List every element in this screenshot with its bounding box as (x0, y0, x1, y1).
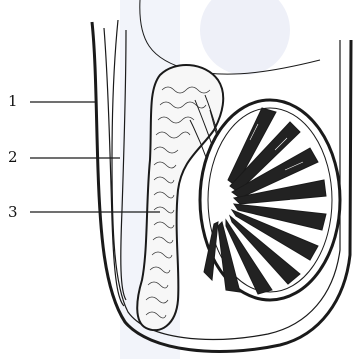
testis (200, 100, 340, 300)
label-2: 2 (8, 150, 18, 165)
label-1: 1 (8, 94, 18, 109)
label-3: 3 (8, 205, 18, 220)
